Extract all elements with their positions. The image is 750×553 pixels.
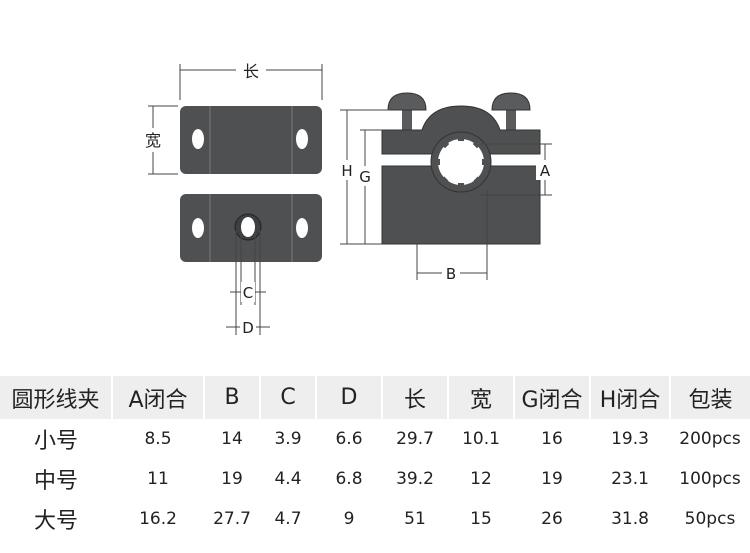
d-label: D	[242, 319, 254, 337]
clamp-upper-half	[381, 105, 541, 155]
table-cell: 6.6	[335, 429, 363, 449]
table-cell: 19	[541, 469, 563, 489]
header-cell: C	[260, 376, 317, 419]
table-cell: 26	[541, 509, 563, 529]
table-cell: 8.5	[144, 429, 172, 449]
table-cell: 3.9	[274, 429, 302, 449]
table-cell: 29.7	[396, 429, 434, 449]
width-label: 宽	[145, 131, 161, 150]
screw-head-right	[491, 92, 531, 111]
table-cell: 31.8	[611, 509, 649, 529]
header-cell: G闭合	[514, 376, 591, 419]
screw-hole-right	[296, 129, 308, 149]
table-cell: 16.2	[139, 509, 177, 529]
header-cell: H闭合	[590, 376, 671, 419]
a-label: A	[540, 162, 551, 180]
table-cell: 23.1	[611, 469, 649, 489]
screw-head-left	[387, 92, 427, 111]
size-name-cell: 小号	[33, 429, 78, 454]
front-view: H G A B	[338, 92, 554, 283]
b-label: B	[446, 265, 456, 283]
header-cell: B	[204, 376, 261, 419]
mount-hole-right	[296, 218, 308, 238]
table-cell: 11	[147, 469, 169, 489]
table-cell: 27.7	[213, 509, 251, 529]
mount-hole-left	[192, 218, 204, 238]
table-cell: 6.8	[335, 469, 363, 489]
center-hole	[241, 217, 255, 237]
table-cell: 10.1	[462, 429, 500, 449]
table-row: 大号 16.2 27.7 4.7 9 51 15 26 31.8 50pcs	[0, 499, 750, 539]
screw-shaft-left	[402, 110, 412, 132]
header-cell: 宽	[448, 376, 515, 419]
clamp-dimension-drawing: 长 宽 C D	[142, 60, 554, 337]
g-label: G	[359, 168, 371, 186]
table-header-row: 圆形线夹 A闭合 B C D 长 宽 G闭合 H闭合 包装	[0, 376, 750, 419]
top-view: 长 宽	[142, 60, 323, 175]
bottom-plate-view: C D	[180, 194, 322, 337]
table-row: 小号 8.5 14 3.9 6.6 29.7 10.1 16 19.3 200p…	[0, 419, 750, 459]
cable-bore	[438, 139, 484, 185]
table-cell: 51	[404, 509, 426, 529]
table-cell: 50pcs	[684, 509, 736, 529]
spec-table: 圆形线夹 A闭合 B C D 长 宽 G闭合 H闭合 包装 小号 8.5 14 …	[0, 376, 750, 539]
header-cell: A闭合	[112, 376, 205, 419]
screw-hole-left	[192, 129, 204, 149]
table-cell: 16	[541, 429, 563, 449]
table-cell: 15	[470, 509, 492, 529]
header-cell: 包装	[670, 376, 750, 419]
screw-shaft-right	[506, 110, 516, 132]
table-cell: 100pcs	[679, 469, 741, 489]
header-cell: D	[316, 376, 383, 419]
length-label: 长	[243, 62, 259, 81]
table-cell: 14	[221, 429, 243, 449]
header-cell: 长	[382, 376, 449, 419]
table-cell: 4.7	[274, 509, 302, 529]
table-cell: 19	[221, 469, 243, 489]
table-row: 中号 11 19 4.4 6.8 39.2 12 19 23.1 100pcs	[0, 459, 750, 499]
h-label: H	[341, 162, 352, 180]
table-cell: 200pcs	[679, 429, 741, 449]
size-name-cell: 中号	[33, 469, 78, 494]
header-cell: 圆形线夹	[0, 376, 113, 419]
table-cell: 12	[470, 469, 492, 489]
table-cell: 4.4	[274, 469, 302, 489]
clamp-top-plate	[180, 106, 322, 174]
table-cell: 9	[343, 509, 355, 529]
table-cell: 19.3	[611, 429, 649, 449]
size-name-cell: 大号	[33, 509, 78, 534]
c-label: C	[243, 284, 253, 302]
table-cell: 39.2	[396, 469, 434, 489]
